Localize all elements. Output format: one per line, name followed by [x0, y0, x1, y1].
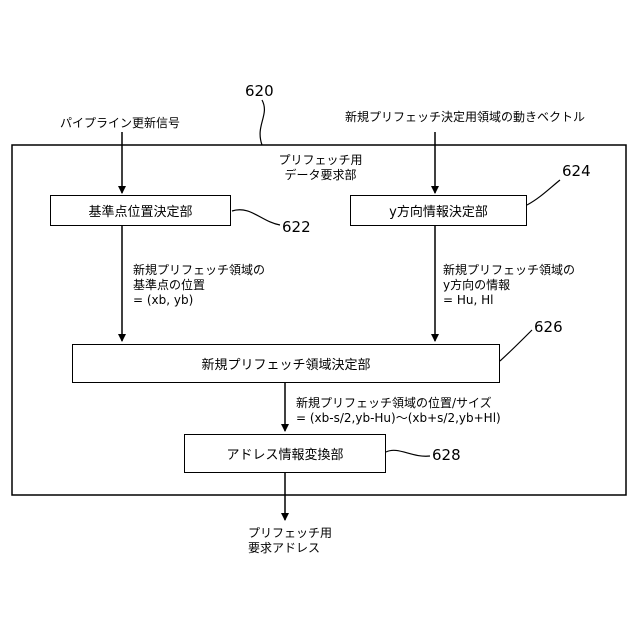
outer-block-title-line2: データ要求部	[263, 168, 378, 183]
outer-block-title: プリフェッチ用 データ要求部	[263, 153, 378, 183]
signal-region-line1: 新規プリフェッチ領域の位置/サイズ	[296, 396, 501, 411]
signal-base-position-line3: = (xb, yb)	[133, 293, 265, 308]
outer-block-title-line1: プリフェッチ用	[263, 153, 378, 168]
signal-y-info-line3: = Hu, Hl	[443, 293, 575, 308]
ref-624: 624	[562, 162, 591, 180]
ref-622: 622	[282, 218, 311, 236]
input-motion-vector: 新規プリフェッチ決定用領域の動きベクトル	[345, 110, 585, 125]
signal-y-info: 新規プリフェッチ領域の y方向の情報 = Hu, Hl	[443, 263, 575, 308]
block-region-decision: 新規プリフェッチ領域決定部	[72, 344, 500, 383]
signal-base-position-line1: 新規プリフェッチ領域の	[133, 263, 265, 278]
leader-622	[232, 210, 280, 225]
signal-y-info-line1: 新規プリフェッチ領域の	[443, 263, 575, 278]
ref-626: 626	[534, 318, 563, 336]
signal-base-position-line2: 基準点の位置	[133, 278, 265, 293]
output-label-line2: 要求アドレス	[248, 541, 332, 556]
signal-y-info-line2: y方向の情報	[443, 278, 575, 293]
input-pipeline-signal: パイプライン更新信号	[60, 116, 180, 131]
ref-628: 628	[432, 446, 461, 464]
block-base-point: 基準点位置決定部	[50, 195, 231, 226]
output-label-line1: プリフェッチ用	[248, 526, 332, 541]
signal-region-line2: = (xb-s/2,yb-Hu)～(xb+s/2,yb+Hl)	[296, 411, 501, 426]
output-label: プリフェッチ用 要求アドレス	[248, 526, 332, 556]
leader-624	[527, 180, 560, 205]
leader-628	[386, 450, 430, 456]
leader-626	[500, 330, 532, 361]
signal-region: 新規プリフェッチ領域の位置/サイズ = (xb-s/2,yb-Hu)～(xb+s…	[296, 396, 501, 426]
ref-620: 620	[245, 82, 274, 100]
block-address-conversion: アドレス情報変換部	[184, 434, 386, 473]
leader-620	[260, 100, 264, 145]
signal-base-position: 新規プリフェッチ領域の 基準点の位置 = (xb, yb)	[133, 263, 265, 308]
block-y-direction: y方向情報決定部	[350, 195, 527, 226]
